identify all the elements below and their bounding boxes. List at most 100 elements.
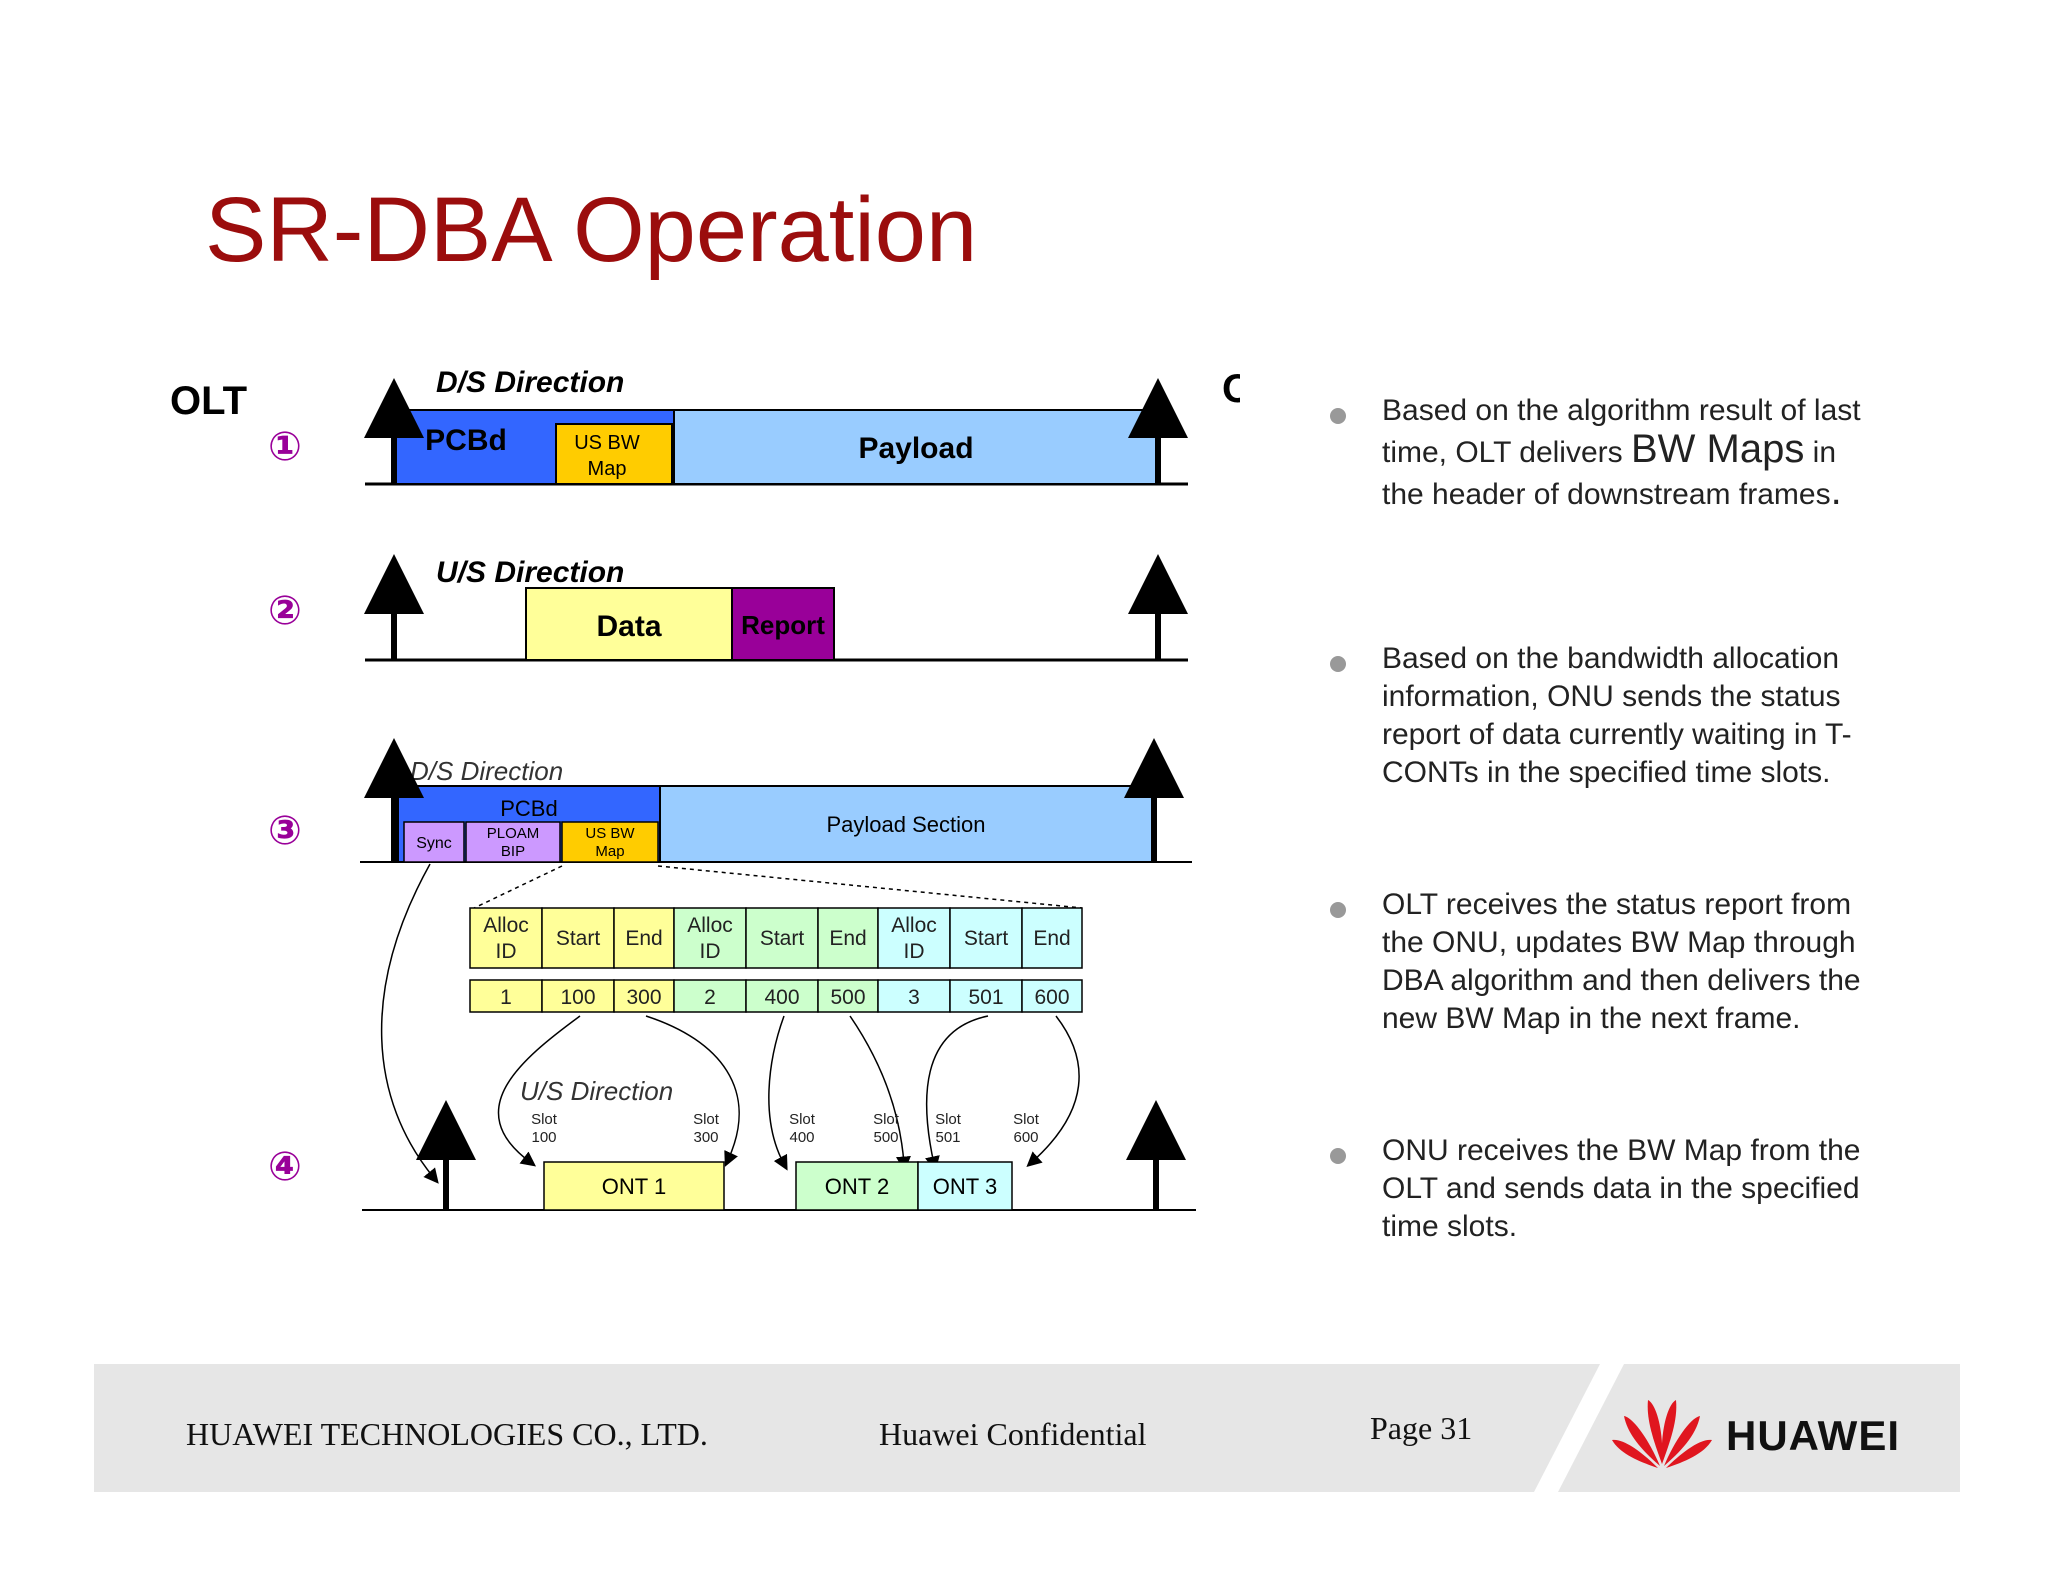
bw-map-header-cell	[817, 907, 879, 969]
bullet-3-text: OLT receives the status report from the …	[1382, 888, 1861, 1035]
frame-3-payload-block	[659, 785, 1155, 863]
bw-map-header-text: ID	[904, 940, 925, 963]
bw-map-value-text: 300	[626, 986, 661, 1009]
bw-map-value-text: 1	[500, 986, 512, 1009]
frame-1-usbw-block	[555, 423, 673, 485]
slot-pointer-arrows	[380, 863, 1080, 1184]
bw-map-header-cell	[541, 907, 615, 969]
bw-map-value-text: 100	[560, 986, 595, 1009]
bw-map-value-cell	[1021, 979, 1083, 1013]
bullet-dot-icon	[1330, 902, 1346, 918]
frame-3-usbw-block	[561, 821, 659, 863]
bw-map-value-text: 2	[704, 986, 716, 1009]
frame-3-sync-block	[403, 821, 465, 863]
bw-map-header-text: ID	[496, 940, 517, 963]
slot-label: 300	[693, 1129, 718, 1146]
footer-company: HUAWEI TECHNOLOGIES CO., LTD.	[186, 1416, 708, 1452]
bw-map-header-text: End	[625, 927, 662, 950]
bw-map-value-text: 501	[968, 986, 1003, 1009]
frame-2-direction: U/S Direction	[436, 556, 624, 589]
step-2-marker: ②	[268, 588, 302, 634]
frame-3-usbw-line2: Map	[595, 843, 624, 860]
frame-3-sync-label: Sync	[416, 835, 452, 852]
bw-map-header-text: Alloc	[483, 914, 529, 937]
ont-2-block	[795, 1161, 919, 1211]
bw-map-value-text: 3	[908, 986, 920, 1009]
footer-page-number: Page 31	[1370, 1410, 1473, 1446]
bw-map-value-cell	[613, 979, 675, 1013]
frame-3-ploam-line2: BIP	[501, 843, 525, 860]
step-1-marker: ①	[268, 424, 302, 470]
bw-map-value-cell	[541, 979, 615, 1013]
bw-map-table: AllocID1Start100End300AllocID2Start400En…	[469, 907, 1083, 1013]
bullet-4: ONU receives the BW Map from the OLT and…	[1330, 1132, 1872, 1246]
bullet-4-text: ONU receives the BW Map from the OLT and…	[1382, 1134, 1861, 1243]
frame-2-report-block	[731, 587, 835, 661]
bw-map-header-text: ID	[700, 940, 721, 963]
bullet-1: Based on the algorithm result of last ti…	[1330, 392, 1872, 514]
bullet-1-period: .	[1830, 469, 1842, 513]
frame-3-direction: D/S Direction	[410, 756, 563, 786]
frame-1-payload-label: Payload	[858, 432, 973, 465]
slot-label: 600	[1013, 1129, 1038, 1146]
slot-label: Slot	[1013, 1111, 1040, 1128]
frame-3-pcbd-label: PCBd	[500, 796, 557, 821]
frame-3-payload-label: Payload Section	[827, 812, 986, 837]
slot-label: 500	[873, 1129, 898, 1146]
bw-map-value-cell	[745, 979, 819, 1013]
slot-label: 100	[531, 1129, 556, 1146]
frame-1-direction: D/S Direction	[436, 366, 624, 399]
step-4-marker: ④	[268, 1144, 302, 1190]
frame-1-downstream: D/S Direction PCBd US BW Map Payload	[364, 366, 1188, 486]
frame-1-usbw-line1: US BW	[574, 432, 640, 454]
slot-label: Slot	[935, 1111, 962, 1128]
bw-map-header-cell	[673, 907, 747, 969]
bullet-dot-icon	[1330, 656, 1346, 672]
frame-2-data-label: Data	[596, 610, 661, 643]
bw-map-header-cell	[1021, 907, 1083, 969]
bw-map-header-cell	[613, 907, 675, 969]
bw-map-header-cell	[469, 907, 543, 969]
bullet-2-text: Based on the bandwidth allocation inform…	[1382, 642, 1852, 789]
slot-label: 501	[935, 1129, 960, 1146]
bw-map-header-text: Start	[556, 927, 601, 950]
bw-map-header-text: End	[1033, 927, 1070, 950]
frame-1-pcbd-label: PCBd	[425, 424, 507, 457]
frame-2-upstream: U/S Direction Data Report	[364, 554, 1188, 662]
bw-map-value-cell	[949, 979, 1023, 1013]
slot-labels: Slot100Slot300Slot400Slot500Slot501Slot6…	[531, 1111, 1040, 1146]
olt-label: OLT	[170, 379, 247, 423]
ont-1-label: ONT 1	[602, 1174, 666, 1199]
huawei-logo-text: HUAWEI	[1726, 1412, 1900, 1459]
bw-map-header-text: Alloc	[687, 914, 733, 937]
ont-2-label: ONT 2	[825, 1174, 889, 1199]
frame-3-usbw-line1: US BW	[585, 825, 635, 842]
slot-label: 400	[789, 1129, 814, 1146]
huawei-logo-icon	[1612, 1400, 1712, 1468]
frame-3-downstream-detail: D/S Direction PCBd Sync PLOAM BIP US BW …	[360, 738, 1192, 911]
frame-1-payload-block	[673, 409, 1157, 485]
bw-map-header-text: Start	[760, 927, 805, 950]
frame-2-data-block	[525, 587, 733, 661]
ont-label: ONT	[1222, 367, 1240, 411]
ont-3-block	[917, 1161, 1013, 1211]
bw-map-header-text: Start	[964, 927, 1009, 950]
footer-confidential: Huawei Confidential	[879, 1416, 1147, 1452]
frame-3-ploam-block	[465, 821, 561, 863]
page-title: SR-DBA Operation	[205, 179, 978, 281]
bw-map-value-text: 600	[1034, 986, 1069, 1009]
slot-label: Slot	[873, 1111, 900, 1128]
bw-map-value-cell	[673, 979, 747, 1013]
bw-map-value-text: 500	[830, 986, 865, 1009]
frame-1-usbw-line2: Map	[588, 458, 627, 480]
bw-map-header-text: Alloc	[891, 914, 937, 937]
bw-map-header-text: End	[829, 927, 866, 950]
bw-map-value-cell	[877, 979, 951, 1013]
footer-divider	[1534, 1364, 1624, 1492]
slot-label: Slot	[531, 1111, 558, 1128]
ont-3-label: ONT 3	[933, 1174, 997, 1199]
frame-4-upstream-detail: U/S Direction ONT 1 ONT 2 ONT 3 Slot100S…	[362, 1076, 1196, 1211]
slot-label: Slot	[789, 1111, 816, 1128]
sr-dba-diagram: OLT ONT ① ② ③ ④ D/S Direction PCBd US BW…	[170, 366, 1240, 1211]
frame-2-report-label: Report	[741, 610, 825, 640]
